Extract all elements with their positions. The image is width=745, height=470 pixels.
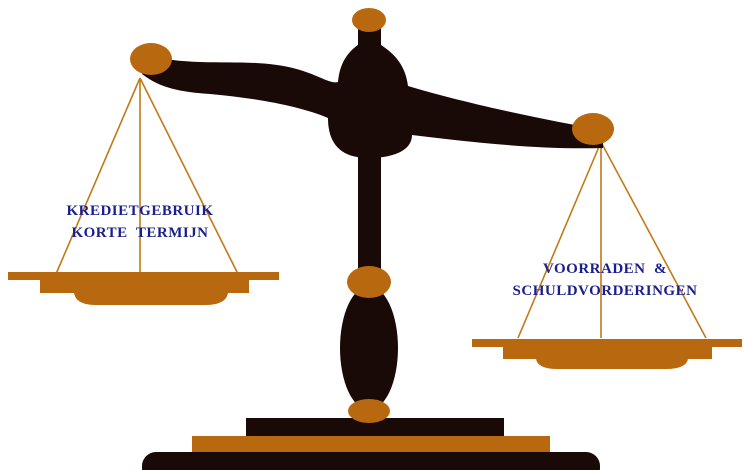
- right-pan: [472, 339, 742, 369]
- left-pan-label-line-1: KREDIETGEBRUIK: [20, 200, 260, 222]
- right-beam-knob: [572, 113, 614, 145]
- scale-beam: [142, 38, 603, 158]
- left-beam-knob: [130, 43, 172, 75]
- right-pan-label: VOORRADEN & SCHULDVORDERINGEN: [470, 258, 740, 302]
- left-pan-strings: [56, 78, 238, 274]
- scale-base: [142, 418, 600, 470]
- left-pan: [8, 272, 279, 305]
- right-pan-label-line-1: VOORRADEN &: [470, 258, 740, 280]
- right-pan-strings: [518, 142, 706, 338]
- left-pan-label: KREDIETGEBRUIK KORTE TERMIJN: [20, 200, 260, 244]
- top-finial: [352, 8, 386, 32]
- right-pan-label-line-2: SCHULDVORDERINGEN: [470, 280, 740, 302]
- base-collar: [348, 399, 390, 423]
- left-pan-label-line-2: KORTE TERMIJN: [20, 222, 260, 244]
- column-collar: [347, 266, 391, 298]
